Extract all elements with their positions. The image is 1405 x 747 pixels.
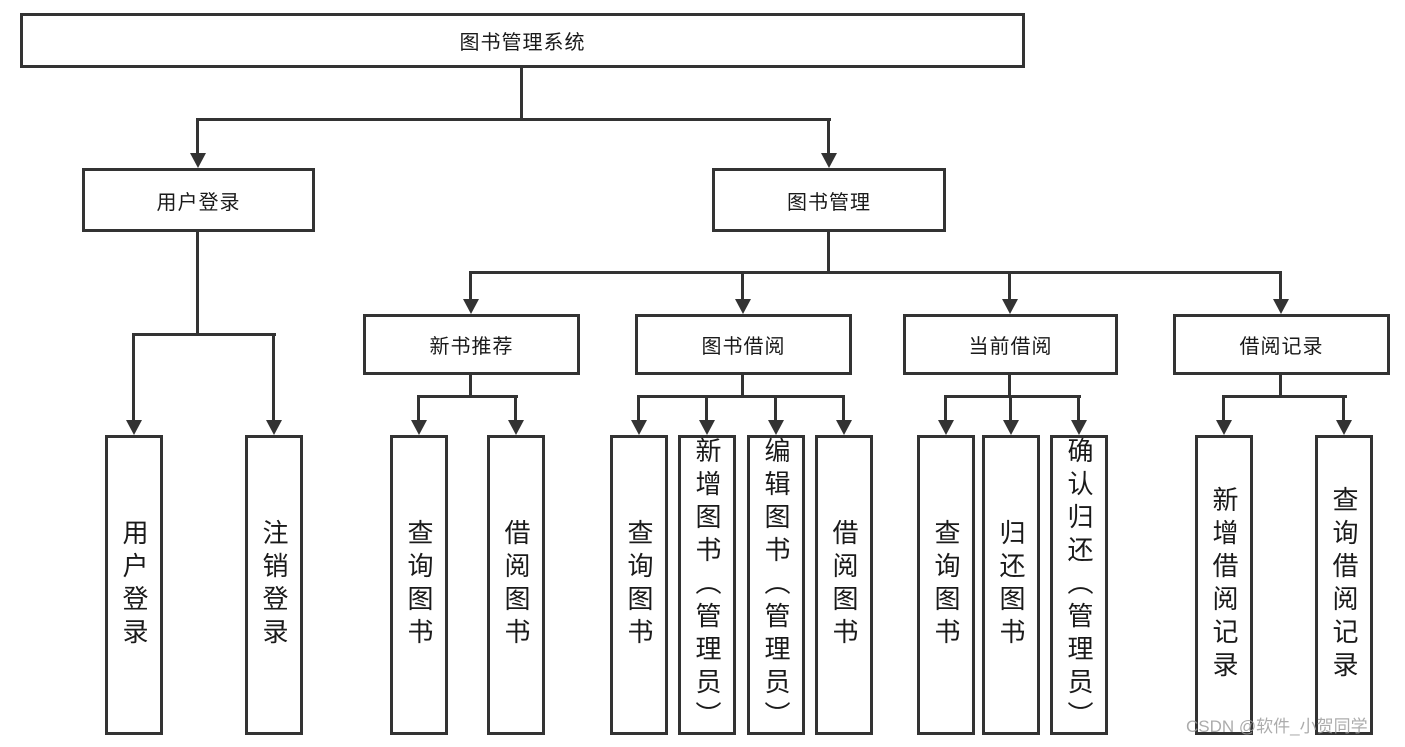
connector-line xyxy=(469,271,472,299)
leaf-label: 借阅图书 xyxy=(501,519,531,651)
leaf-add-borrow-record: 新增借阅记录 xyxy=(1195,435,1253,735)
arrow-down xyxy=(126,420,142,435)
leaf-borrow-books-2: 借阅图书 xyxy=(815,435,873,735)
leaf-label: 查询图书 xyxy=(931,519,961,651)
connector-line xyxy=(1009,395,1012,420)
leaf-logout: 注销登录 xyxy=(245,435,303,735)
connector-line xyxy=(196,118,831,121)
node-book-borrowing: 图书借阅 xyxy=(635,314,852,375)
leaf-label: 用户登录 xyxy=(119,519,149,651)
leaf-label: 注销登录 xyxy=(259,519,289,651)
arrow-down xyxy=(1273,299,1289,314)
connector-line xyxy=(741,271,744,299)
connector-line xyxy=(417,395,518,398)
node-borrowing-records: 借阅记录 xyxy=(1173,314,1390,375)
connector-line xyxy=(1008,271,1011,299)
arrow-down xyxy=(735,299,751,314)
leaf-label: 编辑图书（管理员） xyxy=(761,436,791,734)
arrow-down xyxy=(411,420,427,435)
node-user-login: 用户登录 xyxy=(82,168,315,232)
node-root-library-system: 图书管理系统 xyxy=(20,13,1025,68)
arrow-down xyxy=(631,420,647,435)
leaf-label: 确认归还（管理员） xyxy=(1064,436,1094,734)
leaf-label: 查询图书 xyxy=(404,519,434,651)
connector-line xyxy=(827,118,830,154)
connector-line xyxy=(637,395,845,398)
connector-line xyxy=(741,375,744,397)
connector-line xyxy=(417,395,420,420)
connector-line xyxy=(1222,395,1347,398)
arrow-down xyxy=(938,420,954,435)
arrow-down xyxy=(1336,420,1352,435)
connector-line xyxy=(132,333,135,420)
arrow-down xyxy=(821,153,837,168)
connector-line xyxy=(1077,395,1080,420)
node-new-book-recommend: 新书推荐 xyxy=(363,314,580,375)
connector-line xyxy=(1279,271,1282,299)
connector-line xyxy=(520,68,523,121)
connector-line xyxy=(944,395,947,420)
leaf-label: 查询借阅记录 xyxy=(1329,486,1359,684)
connector-line xyxy=(842,395,845,420)
arrow-down xyxy=(1002,299,1018,314)
leaf-confirm-return-admin: 确认归还（管理员） xyxy=(1050,435,1108,735)
leaf-query-books-1: 查询图书 xyxy=(390,435,448,735)
arrow-down xyxy=(508,420,524,435)
arrow-down xyxy=(266,420,282,435)
connector-line xyxy=(637,395,640,420)
connector-line xyxy=(1008,375,1011,397)
node-current-borrowing: 当前借阅 xyxy=(903,314,1118,375)
connector-line xyxy=(514,395,517,420)
connector-line xyxy=(1342,395,1345,420)
connector-line xyxy=(1279,375,1282,397)
arrow-down xyxy=(463,299,479,314)
leaf-return-books: 归还图书 xyxy=(982,435,1040,735)
leaf-query-books-2: 查询图书 xyxy=(610,435,668,735)
connector-line xyxy=(469,271,1282,274)
connector-line xyxy=(196,232,199,336)
connector-line xyxy=(827,232,830,274)
leaf-label: 新增借阅记录 xyxy=(1209,486,1239,684)
arrow-down xyxy=(836,420,852,435)
node-book-management: 图书管理 xyxy=(712,168,946,232)
connector-line xyxy=(1222,395,1225,420)
leaf-borrow-books-1: 借阅图书 xyxy=(487,435,545,735)
connector-line xyxy=(196,118,199,154)
arrow-down xyxy=(768,420,784,435)
leaf-label: 查询图书 xyxy=(624,519,654,651)
leaf-query-borrow-record: 查询借阅记录 xyxy=(1315,435,1373,735)
arrow-down xyxy=(1003,420,1019,435)
connector-line xyxy=(272,333,275,420)
connector-line xyxy=(469,375,472,397)
arrow-down xyxy=(1216,420,1232,435)
connector-line xyxy=(774,395,777,420)
connector-line xyxy=(132,333,276,336)
leaf-label: 归还图书 xyxy=(996,519,1026,651)
arrow-down xyxy=(699,420,715,435)
watermark: CSDN @软件_小贺同学 xyxy=(1186,717,1368,736)
arrow-down xyxy=(190,153,206,168)
leaf-label: 新增图书（管理员） xyxy=(692,436,722,734)
leaf-label: 借阅图书 xyxy=(829,519,859,651)
leaf-add-books-admin: 新增图书（管理员） xyxy=(678,435,736,735)
leaf-edit-books-admin: 编辑图书（管理员） xyxy=(747,435,805,735)
leaf-user-login: 用户登录 xyxy=(105,435,163,735)
connector-line xyxy=(705,395,708,420)
connector-line xyxy=(944,395,1081,398)
leaf-query-books-3: 查询图书 xyxy=(917,435,975,735)
arrow-down xyxy=(1071,420,1087,435)
